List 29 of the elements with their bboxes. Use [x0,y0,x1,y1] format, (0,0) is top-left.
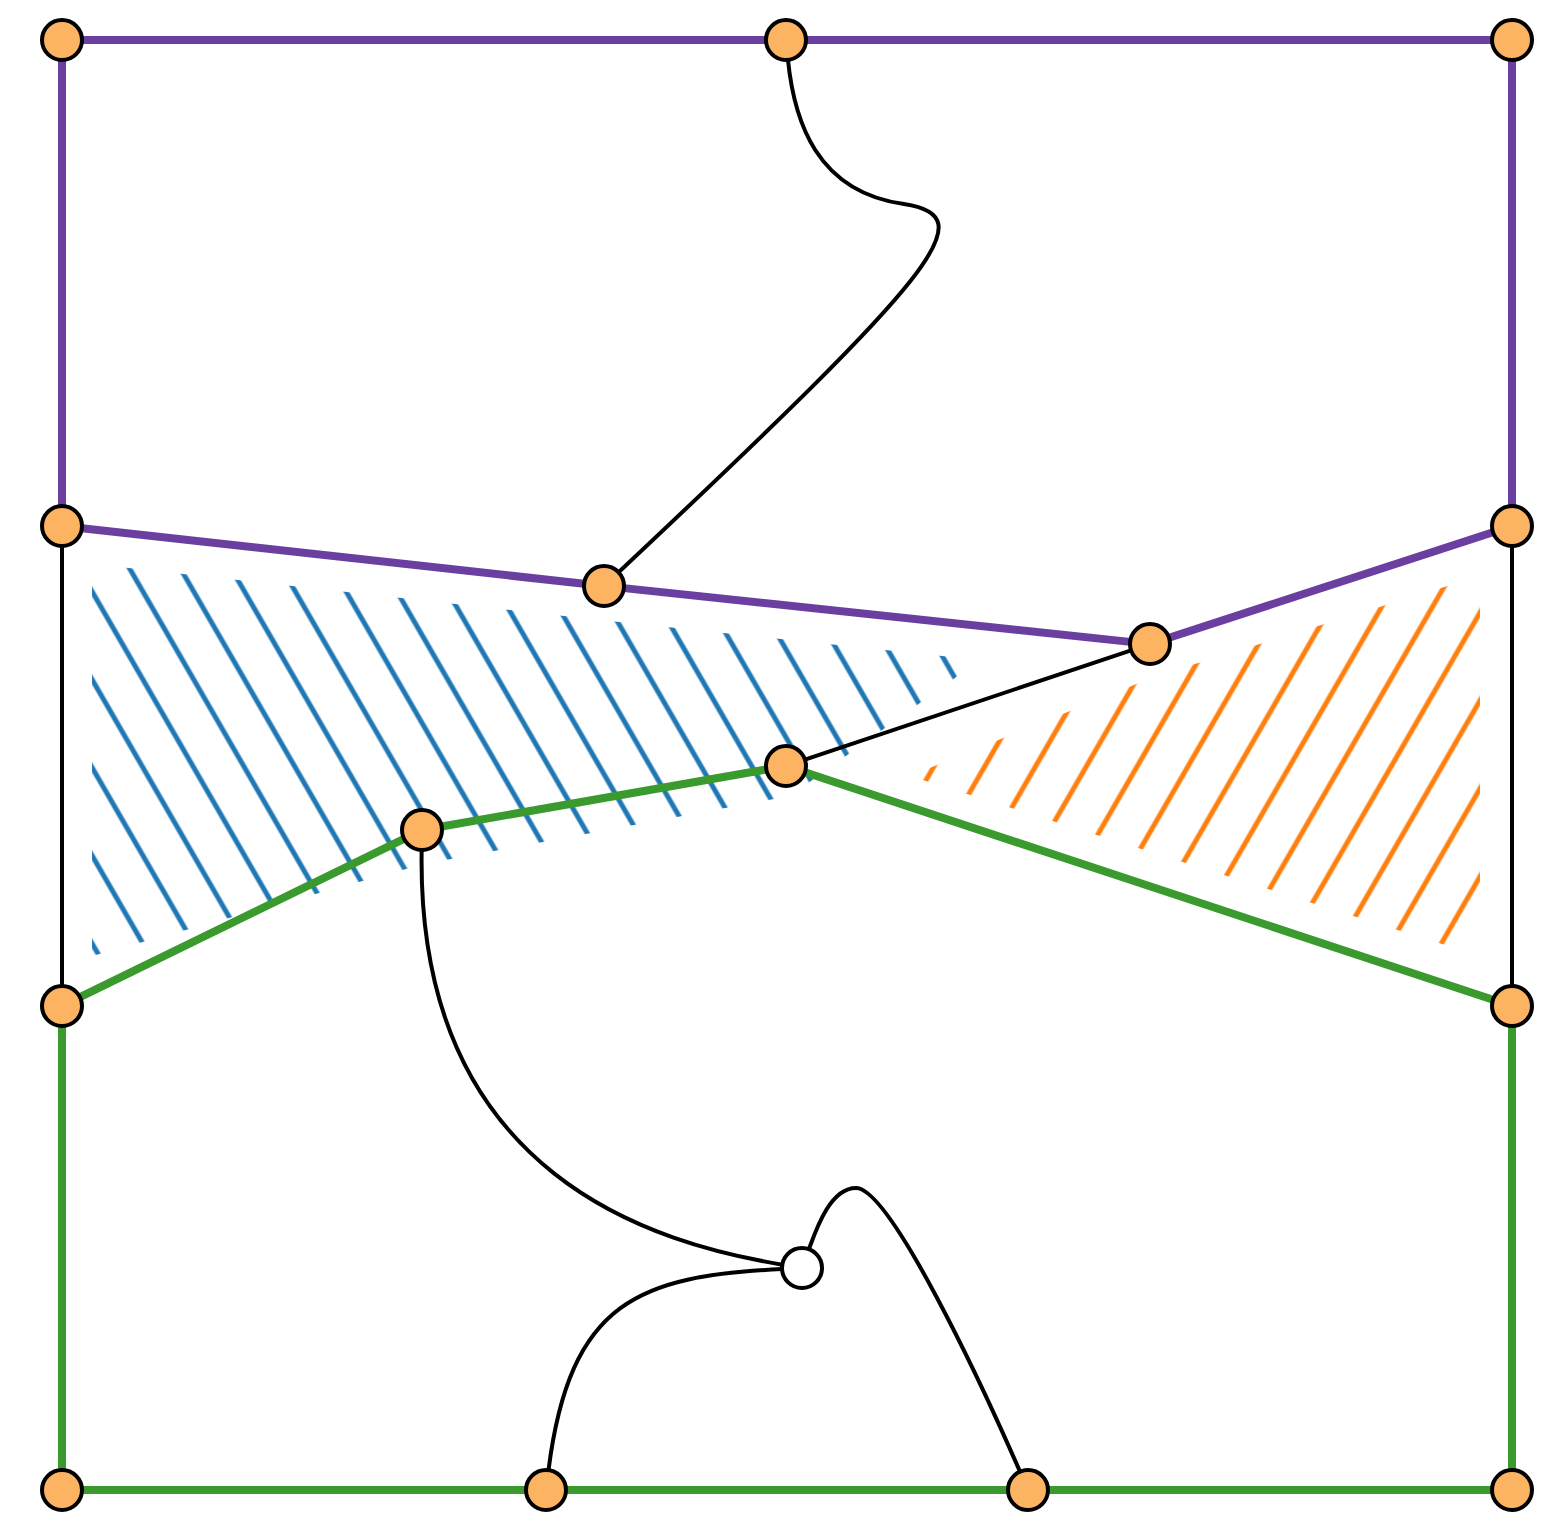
edge-line [806,1186,1022,1474]
vertex-dot [40,984,84,1028]
edge-line [437,765,771,831]
edge-line [801,768,1497,1004]
edge-line [802,648,1134,762]
edge-line [419,848,785,1267]
edge-line [60,544,64,988]
vertex-dot [764,18,808,62]
edge-line [58,1022,66,1474]
vertex-dot [1128,622,1172,666]
edge-line [75,834,409,1002]
vertex-dot [1490,984,1534,1028]
edge-line [1508,56,1516,510]
edge-line [546,1267,784,1473]
vertex-dot [582,564,626,608]
edge-line [1510,544,1514,988]
vertex-dot [524,1468,568,1512]
vertex-dot [40,504,84,548]
edge-line [58,56,66,510]
edge-line [1508,1022,1516,1474]
edge-line [616,57,941,575]
vertex-dot [1490,18,1534,62]
vertex-dot [1490,1468,1534,1512]
vertex-dot [40,18,84,62]
vertex-dot [1006,1468,1050,1512]
vertex-dot [40,1468,84,1512]
vertex-dot [1490,504,1534,548]
vertex-dot [780,1246,824,1290]
edge-line [1165,528,1497,642]
